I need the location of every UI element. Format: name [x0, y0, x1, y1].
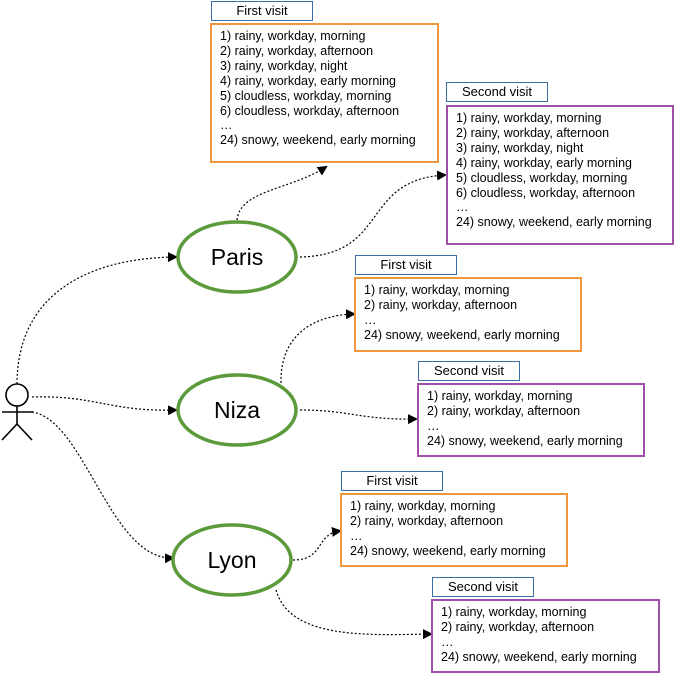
- paris-first-visit-header: First visit: [211, 1, 313, 21]
- arrow-niza-to-first-visit: [280, 309, 356, 384]
- visit-entry: …: [427, 418, 440, 433]
- city-node-niza: Niza: [176, 373, 298, 447]
- visit-entry: 24) snowy, weekend, early morning: [427, 433, 623, 448]
- visit-entry: 4) rainy, workday, early morning: [220, 73, 396, 88]
- visit-entry: 2) rainy, workday, afternoon: [441, 619, 595, 634]
- visit-entry: 24) snowy, weekend, early morning: [350, 543, 546, 558]
- arrow-user-to-niza: [31, 396, 178, 416]
- visit-entry: 1) rainy, workday, morning: [350, 499, 496, 513]
- arrow-user-to-lyon: [31, 411, 175, 564]
- visit-entry: …: [364, 312, 377, 327]
- city-label-paris: Paris: [211, 244, 263, 270]
- visit-entry: 5) cloudless, workday, morning: [456, 170, 628, 185]
- visit-entry: 5) cloudless, workday, morning: [220, 88, 392, 103]
- visit-entry: 2) rainy, workday, afternoon: [364, 297, 518, 312]
- niza-second-visit-header: Second visit: [418, 361, 520, 381]
- visit-entry: 1) rainy, workday, morning: [220, 29, 366, 43]
- visit-entry: 2) rainy, workday, afternoon: [220, 43, 374, 58]
- visit-entry: 1) rainy, workday, morning: [456, 111, 602, 125]
- paris-second-visit-header: Second visit: [446, 82, 548, 102]
- arrow-lyon-to-second-visit: [275, 589, 433, 640]
- niza-first-visit-header: First visit: [355, 255, 457, 275]
- arrow-niza-to-second-visit: [299, 409, 418, 425]
- visit-entry: 1) rainy, workday, morning: [427, 389, 573, 403]
- city-node-paris: Paris: [176, 220, 298, 294]
- visit-entry: 1) rainy, workday, morning: [441, 605, 587, 619]
- stick-figure-icon: [1, 383, 33, 441]
- city-label-niza: Niza: [214, 397, 260, 423]
- city-label-lyon: Lyon: [207, 547, 256, 573]
- arrow-user-to-paris: [16, 252, 178, 385]
- arrow-lyon-to-first-visit: [292, 526, 342, 561]
- visit-entry: …: [456, 200, 469, 215]
- arrow-paris-to-second-visit: [299, 170, 447, 258]
- city-ellipse-lyon: [171, 523, 293, 597]
- visit-entry: 24) snowy, weekend, early morning: [456, 215, 652, 230]
- visit-entry: 2) rainy, workday, afternoon: [350, 513, 504, 528]
- visit-entry: 6) cloudless, workday, afternoon: [456, 185, 636, 200]
- lyon-second-visit-header: Second visit: [432, 577, 534, 597]
- visit-entry: …: [350, 528, 363, 543]
- city-node-lyon: Lyon: [171, 523, 293, 597]
- city-ellipse-niza: [176, 373, 298, 447]
- visit-entry: 24) snowy, weekend, early morning: [364, 327, 560, 342]
- visit-entry: 24) snowy, weekend, early morning: [220, 133, 416, 148]
- visit-entry: 2) rainy, workday, afternoon: [427, 403, 581, 418]
- visit-entry: 3) rainy, workday, night: [220, 58, 348, 73]
- city-ellipse-paris: [176, 220, 298, 294]
- lyon-first-visit-header: First visit: [341, 471, 443, 491]
- visit-entry: 4) rainy, workday, early morning: [456, 155, 632, 170]
- arrow-paris-to-first-visit: [236, 165, 328, 221]
- visit-entry: 1) rainy, workday, morning: [364, 283, 510, 297]
- visit-entry: 2) rainy, workday, afternoon: [456, 125, 610, 140]
- visit-entry: …: [441, 634, 454, 649]
- visit-entry: 6) cloudless, workday, afternoon: [220, 103, 400, 118]
- visit-entry: 3) rainy, workday, night: [456, 140, 584, 155]
- visit-entry: …: [220, 118, 233, 133]
- visit-entry: 24) snowy, weekend, early morning: [441, 649, 637, 664]
